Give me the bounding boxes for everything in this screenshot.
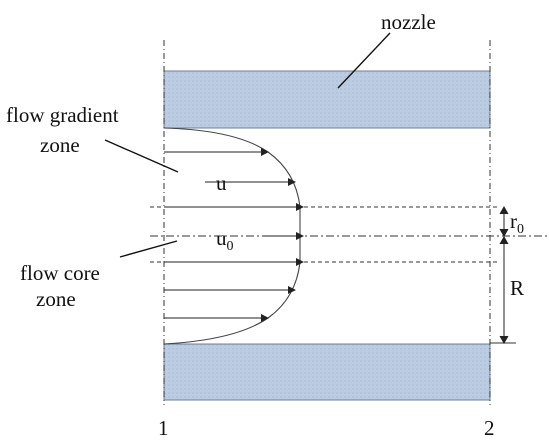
flow-gradient-label-line1: flow gradient [6, 103, 119, 127]
R-arrow-top [499, 235, 509, 245]
section-1-label: 1 [158, 416, 169, 440]
flow-gradient-label-line2: zone [40, 133, 80, 157]
nozzle-leader-line [337, 32, 391, 89]
R-arrow-bottom [499, 335, 509, 345]
flow-core-label-line1: flow core [20, 261, 100, 285]
flow-core-label-line2: zone [36, 287, 76, 311]
core-radius-label: r0 [510, 209, 524, 237]
core-velocity-subscript: 0 [227, 239, 234, 254]
velocity-label: u [216, 171, 227, 195]
radius-label: R [510, 276, 524, 300]
nozzle-top-wall [163, 70, 491, 129]
r0-arrow-top [499, 205, 509, 215]
flow-gradient-leader-line [104, 139, 179, 173]
core-velocity-label: u0 [216, 226, 234, 254]
radius-dimensions [499, 205, 509, 345]
core-radius-subscript: 0 [517, 222, 524, 237]
nozzle-label: nozzle [381, 10, 436, 34]
section-2-label: 2 [484, 416, 495, 440]
velocity-arrows [164, 148, 304, 322]
nozzle-bottom-wall [163, 343, 491, 401]
r0-arrow-bottom [499, 228, 509, 238]
flow-core-leader-line [119, 240, 178, 258]
